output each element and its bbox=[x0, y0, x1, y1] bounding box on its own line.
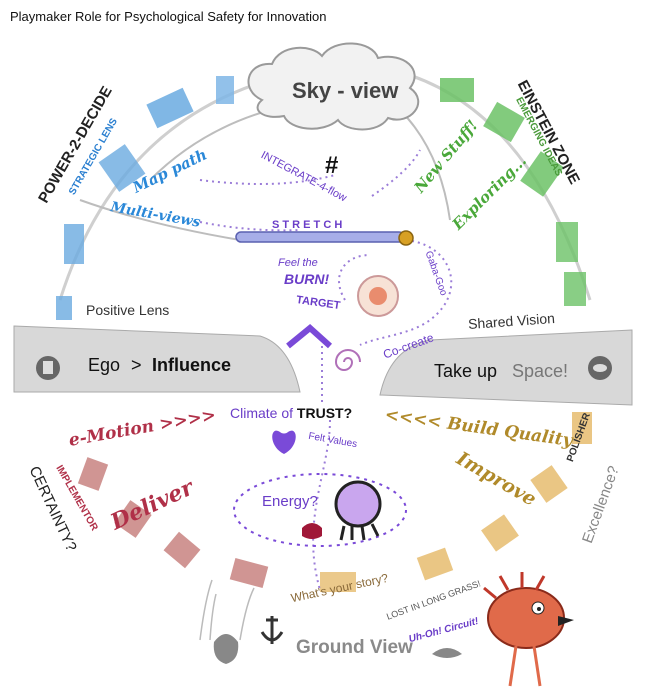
green-stripe bbox=[556, 222, 578, 262]
gold-stripes bbox=[320, 412, 592, 592]
inner-arc-left bbox=[149, 109, 271, 181]
positive-lens-label: Positive Lens bbox=[86, 302, 170, 318]
bird-crest bbox=[483, 572, 546, 600]
bird-pupil bbox=[537, 607, 541, 611]
green-stripe bbox=[520, 151, 564, 197]
take-up-label: Take up bbox=[434, 361, 498, 381]
stretch-bar bbox=[235, 231, 405, 243]
teapot-icon bbox=[302, 523, 322, 539]
blue-stripe bbox=[146, 87, 194, 129]
bird-legs bbox=[508, 645, 542, 687]
greater-than-label: > bbox=[131, 355, 142, 375]
green-stripes bbox=[440, 78, 586, 306]
energy-label: Energy? bbox=[262, 493, 318, 510]
climate-of-label: Climate of bbox=[230, 405, 297, 421]
dotted-path-map bbox=[199, 174, 336, 185]
bird-body bbox=[487, 587, 565, 649]
dotted-center-line bbox=[312, 419, 331, 591]
ego-bar bbox=[13, 325, 301, 393]
climate-of-trust-label: Climate of TRUST? bbox=[230, 406, 352, 420]
stretch-label: S T R E T C H bbox=[272, 219, 343, 231]
hash-icon: # bbox=[325, 152, 339, 179]
inner-arc-right bbox=[399, 109, 451, 221]
bird-beak bbox=[558, 616, 574, 626]
pot-icon bbox=[213, 634, 239, 664]
page-title: Playmaker Role for Psychological Safety … bbox=[10, 9, 327, 24]
target-icon-inner bbox=[369, 287, 387, 305]
eye-icon-glyph bbox=[593, 364, 607, 372]
spiral-icon bbox=[334, 349, 361, 371]
space-bar bbox=[379, 329, 633, 406]
red-stripe bbox=[163, 531, 201, 569]
energy-ellipse bbox=[233, 473, 407, 547]
blue-stripe bbox=[64, 224, 84, 264]
dotted-arc-target bbox=[338, 254, 371, 301]
gold-stripe bbox=[481, 514, 519, 552]
anchor-icon bbox=[260, 616, 284, 644]
gold-stripe bbox=[320, 572, 356, 592]
blue-stripe bbox=[98, 144, 146, 192]
feel-the-label: Feel the bbox=[278, 257, 318, 269]
blue-stripe bbox=[216, 76, 234, 104]
stretch-knob bbox=[398, 230, 414, 246]
green-stripe bbox=[440, 78, 474, 102]
grass-lines bbox=[199, 579, 255, 641]
bug-icon bbox=[432, 648, 462, 658]
heart-icon bbox=[272, 430, 296, 454]
influence-label: Influence bbox=[152, 355, 232, 375]
bird-character bbox=[483, 572, 574, 687]
green-stripe bbox=[483, 101, 525, 143]
ego-icon-glyph bbox=[43, 361, 53, 374]
sky-view-label: Sky - view bbox=[292, 78, 399, 103]
brain-icon-legs bbox=[339, 523, 380, 541]
gold-stripe bbox=[530, 465, 568, 503]
gold-stripe bbox=[572, 412, 592, 444]
chevron-up-icon bbox=[286, 324, 333, 349]
red-stripe bbox=[77, 457, 109, 491]
inner-arc-left-2 bbox=[79, 199, 241, 241]
brain-icon bbox=[334, 480, 382, 528]
red-stripe bbox=[229, 557, 269, 589]
gold-stripe bbox=[416, 547, 454, 581]
space-label: Space! bbox=[512, 361, 569, 381]
green-stripe bbox=[564, 272, 586, 306]
red-stripe bbox=[114, 500, 152, 538]
trust-label: TRUST? bbox=[296, 405, 353, 421]
blue-stripes bbox=[56, 76, 234, 320]
cloud-shape bbox=[247, 42, 420, 131]
blue-stripe bbox=[56, 296, 72, 320]
ground-view-label: Ground View bbox=[296, 637, 413, 658]
dotted-path-right bbox=[371, 149, 421, 197]
red-stripes bbox=[77, 457, 269, 589]
burn-label: BURN! bbox=[284, 271, 330, 287]
ego-label: Ego bbox=[88, 355, 121, 375]
